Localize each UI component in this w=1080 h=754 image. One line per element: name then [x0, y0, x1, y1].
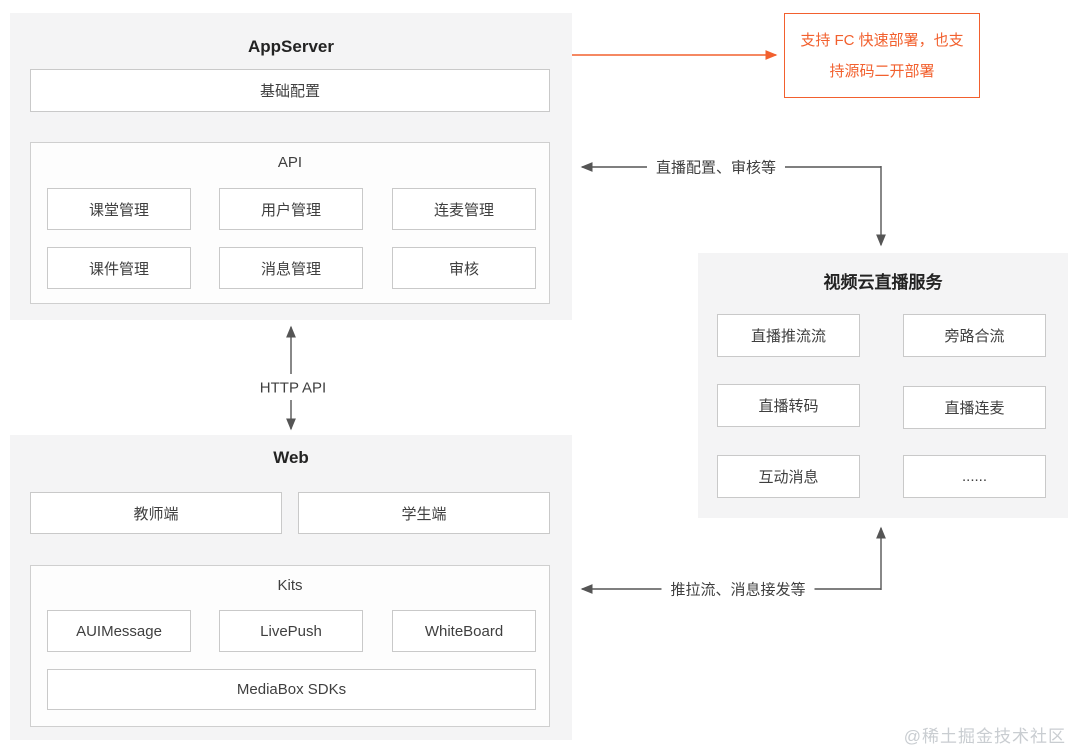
api-item-message-mgmt: 消息管理	[219, 247, 363, 289]
kit-auimessage: AUIMessage	[47, 610, 191, 652]
api-item-user-mgmt: 用户管理	[219, 188, 363, 230]
http-api-label: HTTP API	[250, 379, 336, 397]
live-item-interactive-message: 互动消息	[717, 455, 860, 498]
teacher-client-box: 教师端	[30, 492, 282, 534]
live-item-more: ......	[903, 455, 1046, 498]
appserver-panel: AppServer 基础配置 API 课堂管理 用户管理 连麦管理 课件管理 消…	[10, 13, 572, 320]
live-item-bypass-mix: 旁路合流	[903, 314, 1046, 357]
api-panel: API 课堂管理 用户管理 连麦管理 课件管理 消息管理 审核	[30, 142, 550, 304]
live-service-panel: 视频云直播服务 直播推流流 旁路合流 直播转码 直播连麦 互动消息 ......	[698, 253, 1068, 518]
appserver-live-label: 直播配置、审核等	[646, 156, 786, 178]
kits-panel: Kits AUIMessage LivePush WhiteBoard Medi…	[30, 565, 550, 727]
api-item-courseware-mgmt: 课件管理	[47, 247, 191, 289]
deploy-callout: 支持 FC 快速部署，也支持源码二开部署	[784, 13, 980, 98]
api-item-review: 审核	[392, 247, 536, 289]
student-client-box: 学生端	[298, 492, 550, 534]
arrow-appserver-live	[580, 162, 886, 247]
api-title: API	[277, 154, 303, 171]
basic-config-box: 基础配置	[30, 69, 550, 112]
kit-livepush: LivePush	[219, 610, 363, 652]
watermark: @稀土掘金技术社区	[903, 727, 1066, 746]
web-title: Web	[273, 448, 309, 467]
api-item-classroom-mgmt: 课堂管理	[47, 188, 191, 230]
kit-whiteboard: WhiteBoard	[392, 610, 536, 652]
live-item-co-streaming: 直播连麦	[903, 386, 1046, 429]
live-item-transcode: 直播转码	[717, 384, 860, 427]
live-item-push-stream: 直播推流流	[717, 314, 860, 357]
web-live-label: 推拉流、消息接发等	[661, 578, 815, 600]
web-panel: Web 教师端 学生端 Kits AUIMessage LivePush Whi…	[10, 435, 572, 740]
appserver-title: AppServer	[248, 37, 334, 56]
kits-title: Kits	[277, 577, 303, 594]
api-item-mic-mgmt: 连麦管理	[392, 188, 536, 230]
live-service-title: 视频云直播服务	[823, 273, 943, 292]
kit-mediabox-sdks: MediaBox SDKs	[47, 669, 536, 710]
